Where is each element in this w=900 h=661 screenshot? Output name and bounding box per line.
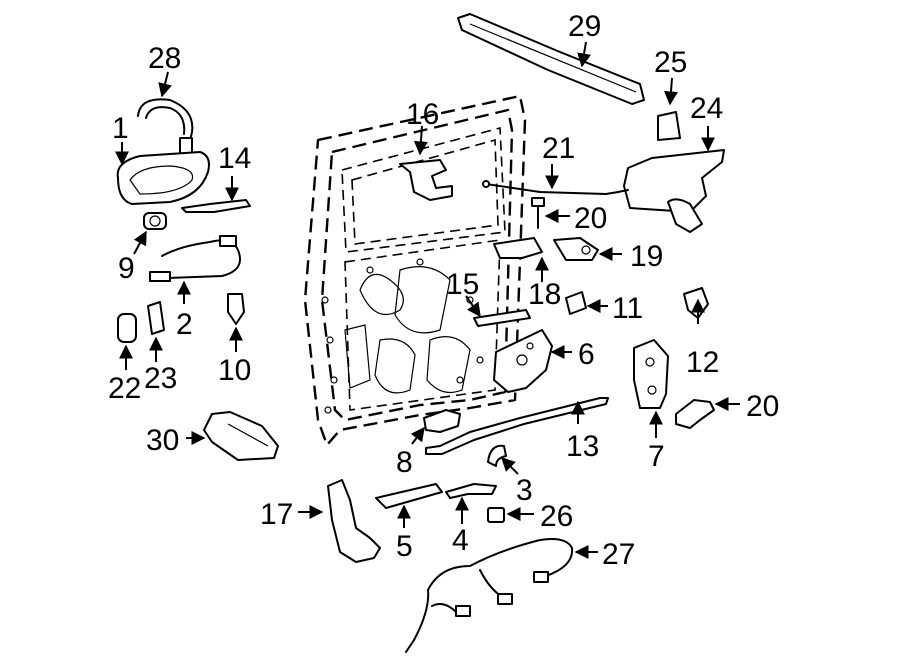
part-12-bracket (683, 287, 709, 319)
part-1-outside-handle (116, 151, 210, 205)
callout-28: 28 (148, 42, 181, 75)
part-3-bumper (487, 444, 507, 467)
callout-22: 22 (108, 372, 141, 405)
part-17-bracket (327, 479, 381, 563)
part-24-lock-actuator (605, 149, 725, 233)
callout-30: 30 (146, 424, 179, 457)
callout-3: 3 (516, 474, 533, 507)
callout-7: 7 (648, 440, 665, 473)
part-30-track-cover (203, 411, 279, 461)
callout-21: 21 (542, 132, 575, 165)
callout-10: 10 (218, 354, 251, 387)
callout-26: 26 (540, 500, 573, 533)
part-20-pin-upper (531, 197, 545, 229)
callout-15: 15 (446, 268, 479, 301)
callout-20-lower: 20 (746, 390, 779, 423)
part-8-actuator (423, 409, 461, 433)
callout-12: 12 (686, 346, 719, 379)
callout-6: 6 (578, 338, 595, 371)
part-19-fitting (553, 237, 599, 261)
callout-2: 2 (176, 308, 193, 341)
callout-11: 11 (612, 292, 643, 325)
part-18-bracket (493, 237, 543, 259)
part-27-wiring-harness (405, 538, 574, 653)
part-11-clip (565, 291, 587, 315)
part-13-rod (425, 397, 609, 455)
leader-lines (115, 41, 740, 559)
part-6-latch (493, 329, 553, 393)
callout-8: 8 (396, 446, 413, 479)
part-10-clip (227, 293, 245, 325)
callout-18: 18 (528, 278, 561, 311)
part-26-block (487, 507, 505, 523)
part-22-bumper (117, 313, 137, 343)
part-9-lock-cylinder (143, 212, 167, 230)
part-4-guide (445, 483, 497, 499)
part-23-bumper (147, 301, 165, 335)
callout-1: 1 (112, 112, 129, 145)
sliding-door-panel (303, 94, 527, 447)
callout-17: 17 (260, 498, 293, 531)
part-5-bracket (375, 483, 443, 509)
callout-23: 23 (144, 362, 177, 395)
callout-25: 25 (654, 46, 687, 79)
part-14-rod (181, 199, 251, 213)
callout-27: 27 (602, 538, 635, 571)
callout-29: 29 (568, 10, 601, 43)
part-16-hinge (399, 159, 453, 201)
part-20-striker-lower (675, 399, 715, 429)
part-29-upper-track (457, 13, 645, 105)
callout-20-upper: 20 (574, 202, 607, 235)
part-28-handle-strap (137, 98, 194, 155)
part-25-cap (657, 111, 681, 141)
part-2-cable (149, 235, 241, 282)
callout-5: 5 (396, 530, 413, 563)
callout-13: 13 (566, 430, 599, 463)
callout-19: 19 (630, 240, 663, 273)
part-7-rear-latch (633, 339, 669, 409)
callout-24: 24 (690, 92, 723, 125)
part-15-link (473, 309, 531, 327)
part-21-rod (482, 180, 607, 195)
callout-4: 4 (452, 524, 469, 557)
callout-16: 16 (406, 98, 439, 131)
callout-9: 9 (118, 252, 135, 285)
callout-14: 14 (218, 142, 251, 175)
callout-labels: 29 28 25 1 16 24 14 21 20 9 19 15 18 11 … (108, 10, 779, 571)
